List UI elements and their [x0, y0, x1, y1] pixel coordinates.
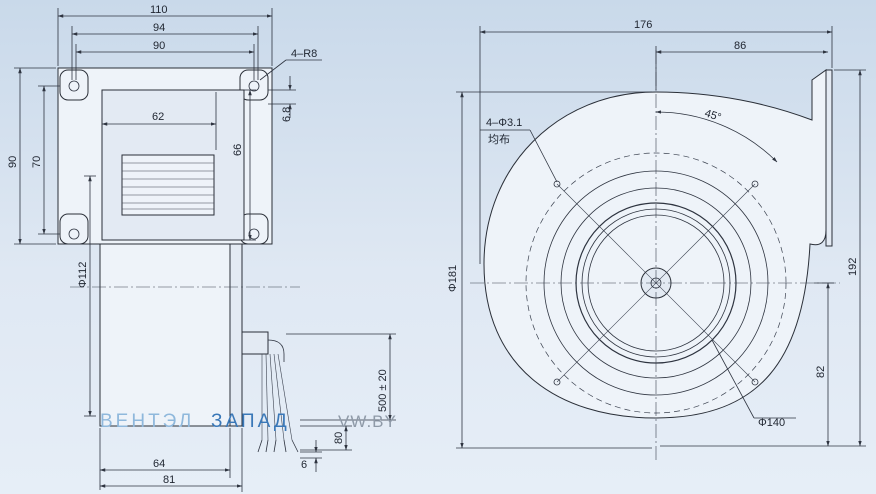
front-view: 176 86 45° 4–Φ3.1 均布 Φ181 192 82 Φ140 [447, 19, 866, 460]
dim-82: 82 [815, 366, 827, 378]
hole-label: 4–Φ3.1 [486, 117, 522, 129]
volute-housing [483, 69, 827, 419]
mount-hole [553, 180, 561, 188]
dim-86: 86 [734, 40, 746, 52]
dim-45: 45° [703, 107, 723, 124]
dim-90-left: 90 [7, 156, 19, 168]
dim-192: 192 [847, 258, 859, 276]
dim-phi140: Φ140 [758, 417, 785, 429]
motor-body [99, 243, 231, 427]
mount-hole [751, 180, 759, 188]
watermark-brand-part1: ВЕНТЭЛ [100, 411, 194, 432]
dim-70: 70 [31, 156, 43, 168]
dim-500: 500 ± 20 [377, 369, 389, 412]
dim-r8: 4–R8 [291, 48, 317, 60]
dim-6-8: 6.8 [281, 107, 293, 122]
dim-66: 66 [232, 144, 244, 156]
watermark: ВЕНТЭЛ ЗАПАД VW.BY [100, 411, 397, 432]
dim-176: 176 [634, 19, 652, 31]
hole-note: 均布 [488, 133, 510, 146]
flange-ear-tl [59, 69, 89, 101]
watermark-domain: VW.BY [338, 412, 397, 431]
dim-6: 6 [301, 459, 307, 471]
watermark-brand-part2: ЗАПАД [211, 411, 290, 432]
dim-64: 64 [153, 458, 165, 470]
dim-phi181: Φ181 [447, 265, 459, 292]
dim-90-top: 90 [153, 40, 165, 52]
dim-110: 110 [150, 4, 168, 16]
dim-94: 94 [153, 22, 165, 34]
dim-81: 81 [163, 474, 175, 486]
side-view: 110 94 90 4–R8 6.8 62 66 90 70 Φ112 500 … [7, 4, 396, 492]
mount-hole [553, 378, 561, 386]
dim-80: 80 [333, 432, 345, 444]
dim-62: 62 [152, 111, 164, 123]
mount-hole [751, 378, 759, 386]
dim-phi112: Φ112 [77, 262, 89, 288]
